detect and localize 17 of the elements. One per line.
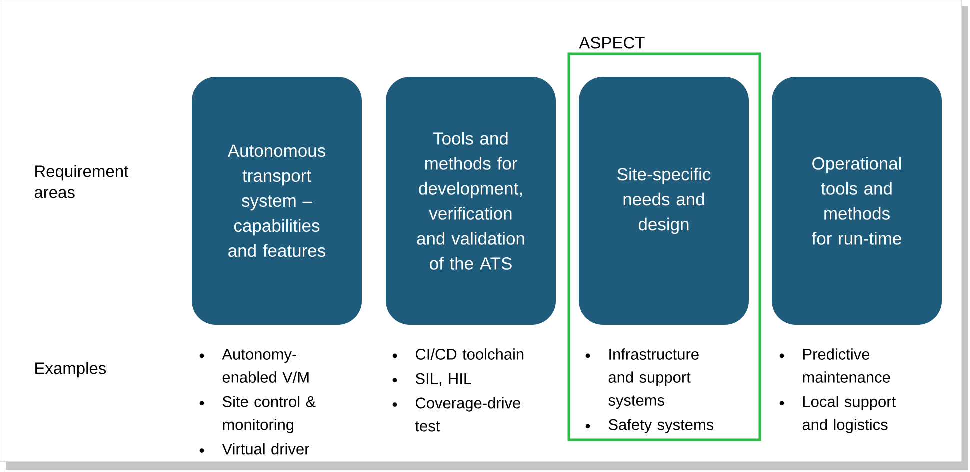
row-label: Examples <box>36 362 106 378</box>
bullet-item: Site control & monitoring <box>200 396 316 434</box>
bullet-item: Virtual driver <box>200 443 310 455</box>
bullet-item: Local support and logistics <box>780 396 896 434</box>
requirement-box: Site-specific needs and design <box>579 77 749 325</box>
bullet-item: Predictive maintenance <box>780 348 890 383</box>
bullet-item: CI/CD toolchain <box>392 348 524 360</box>
bullet-item: Infrastructure and support systems <box>586 348 699 410</box>
row-label: Requirement areas <box>34 165 129 198</box>
requirement-box: Operational tools and methods for run-time <box>772 77 942 325</box>
node-label: ASPECT <box>579 37 645 49</box>
bullet-item: Coverage-drive test <box>392 397 520 432</box>
bullet-item: Safety systems <box>586 419 714 434</box>
bullet-item: SIL, HIL <box>392 373 472 386</box>
requirement-box: Autonomous transport system – capabilities and features <box>192 77 362 325</box>
requirement-box: Tools and methods for development, verification and validation of the ATS <box>386 77 556 325</box>
bullet-item: Autonomy-enabled V/M <box>200 349 309 383</box>
